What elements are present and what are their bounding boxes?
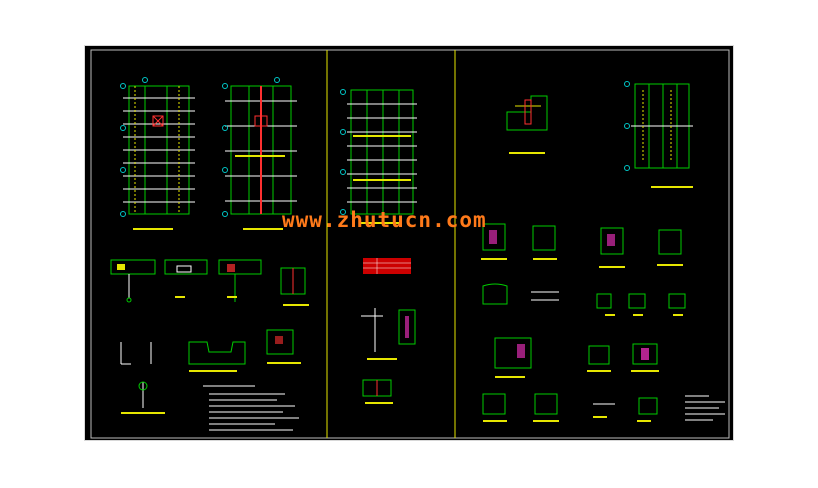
floor-plan-2 [225, 85, 297, 230]
elevation-frame-middle [347, 89, 417, 224]
notes-text-block-right [685, 395, 725, 421]
floor-plan-1 [123, 85, 195, 230]
section-details-left-2 [120, 329, 301, 414]
connection-detail-middle [361, 308, 416, 404]
joint-details-right [481, 223, 686, 422]
watermark-text: www.zhutucn.com [282, 208, 487, 232]
floor-plan-right [631, 83, 693, 188]
cad-drawing-sheet [84, 45, 734, 441]
stair-detail [506, 95, 548, 154]
section-details-left [110, 259, 309, 306]
grid-axis-bubble-icon [120, 77, 630, 217]
cad-drawing-canvas [90, 49, 730, 439]
notes-text-block [203, 385, 299, 431]
sheet-inner-border [90, 49, 730, 439]
legend-table [363, 258, 411, 274]
